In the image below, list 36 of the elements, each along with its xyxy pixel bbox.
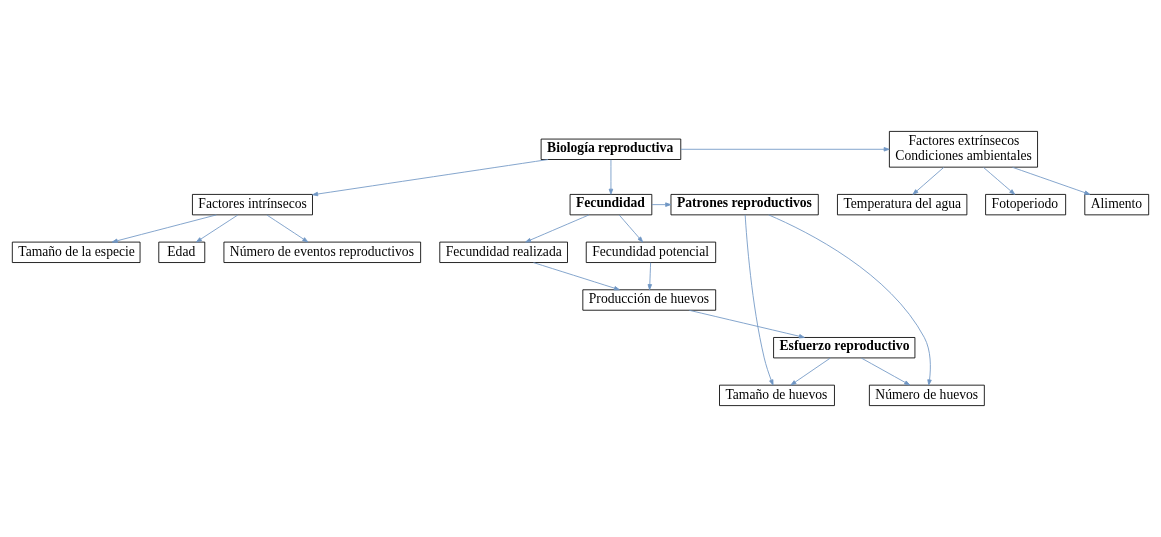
node-box: Biología reproductiva bbox=[540, 138, 682, 160]
arrow bbox=[533, 262, 620, 291]
arrow bbox=[744, 214, 774, 386]
arrow bbox=[266, 214, 309, 243]
arrow bbox=[983, 167, 1016, 195]
node-box: Número de eventos reproductivos bbox=[223, 241, 422, 263]
node-box: Temperatura del agua bbox=[837, 194, 968, 216]
arrow bbox=[860, 357, 911, 386]
node-box: Edad bbox=[158, 241, 206, 263]
node-box: Fecundidad realizada bbox=[439, 241, 568, 263]
node-box: Número de huevos bbox=[868, 384, 985, 406]
node-box: Tamaño de la especie bbox=[11, 241, 141, 263]
arrow bbox=[618, 214, 644, 243]
arrow bbox=[768, 214, 932, 386]
node-box: Fecundidad bbox=[569, 194, 653, 216]
arrow bbox=[680, 147, 890, 152]
arrow bbox=[312, 159, 549, 197]
arrow bbox=[647, 262, 652, 291]
arrow bbox=[525, 214, 590, 243]
arrow bbox=[608, 159, 614, 195]
node-box: Fecundidad potencial bbox=[585, 241, 717, 263]
node-box: Fotoperiodo bbox=[985, 194, 1067, 216]
node-box: Alimento bbox=[1084, 194, 1150, 216]
node-box: Esfuerzo reproductivo bbox=[773, 337, 916, 359]
node-box: Producción de huevos bbox=[582, 289, 717, 311]
node-box: Factores extrínsecos Condiciones ambientales bbox=[888, 131, 1038, 168]
node-box: Factores intrínsecos bbox=[192, 194, 313, 216]
arrow bbox=[1011, 166, 1091, 195]
arrow bbox=[912, 167, 945, 195]
arrow bbox=[688, 309, 805, 339]
arrow bbox=[790, 357, 831, 386]
arrow bbox=[196, 214, 239, 243]
arrow bbox=[651, 202, 672, 207]
node-box: Tamaño de huevos bbox=[719, 384, 835, 406]
arrow bbox=[111, 214, 217, 243]
node-box: Patrones reproductivos bbox=[670, 194, 819, 216]
